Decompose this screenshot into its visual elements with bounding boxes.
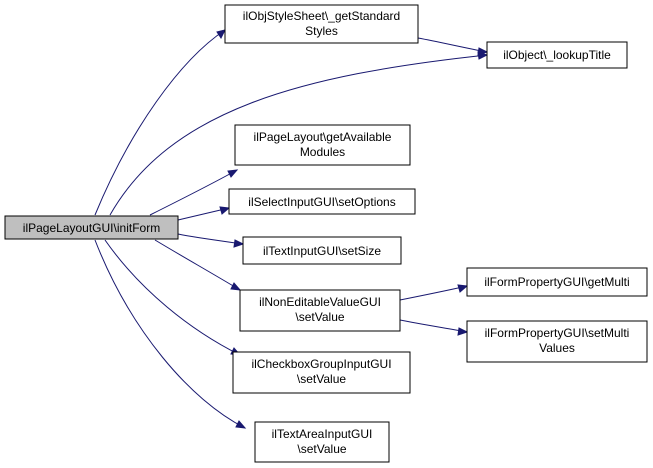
edge-root-lookup <box>109 54 488 216</box>
node-textarea[interactable]: ilTextAreaInputGUI\setValue <box>254 421 390 463</box>
node-label-line: \setValue <box>295 310 344 324</box>
edge-objstyle-lookup-arrow <box>477 47 489 56</box>
edge-noneditable-setmulti-arrow <box>457 327 469 336</box>
node-label: ilSelectInputGUI\setOptions <box>248 195 395 209</box>
node-getmulti[interactable]: ilFormPropertyGUI\getMulti <box>466 267 648 297</box>
node-label-line: ilFormPropertyGUI\setMulti <box>485 326 630 340</box>
node-label: ilTextInputGUI\setSize <box>263 244 381 258</box>
edge-objstyle-lookup <box>417 37 488 53</box>
node-label-line: ilObject\_lookupTitle <box>503 48 611 62</box>
edge-root-noneditable-arrow <box>230 282 242 291</box>
edge-root-textinput <box>177 233 244 245</box>
node-label-line: ilTextInputGUI\setSize <box>263 244 381 258</box>
node-label: ilCheckboxGroupInputGUI\setValue <box>251 357 391 386</box>
node-label-line: ilCheckboxGroupInputGUI <box>251 357 391 371</box>
edge-root-pagelayout-arrow <box>227 169 239 178</box>
node-label: ilNonEditableValueGUI\setValue <box>259 295 381 324</box>
node-label: ilObject\_lookupTitle <box>503 48 611 62</box>
edge-root-textarea-arrow <box>235 420 247 429</box>
node-label-line: \setValue <box>297 442 346 456</box>
node-label: ilPageLayoutGUI\initForm <box>23 221 160 235</box>
edge-root-objstyle <box>94 29 226 216</box>
edge-root-textarea <box>94 239 246 429</box>
edge-root-noneditable <box>154 239 241 291</box>
edge-root-pagelayout <box>149 169 238 216</box>
node-label-line: Styles <box>305 24 338 38</box>
node-label-line: \setValue <box>297 372 346 386</box>
edge-root-checkbox <box>104 239 241 356</box>
edge-noneditable-getmulti-arrow <box>457 284 469 293</box>
node-label-line: ilPageLayout\getAvailable <box>254 130 392 144</box>
node-label-line: ilFormPropertyGUI\getMulti <box>484 275 629 289</box>
node-noneditable[interactable]: ilNonEditableValueGUI\setValue <box>239 289 401 332</box>
node-label: ilFormPropertyGUI\getMulti <box>484 275 629 289</box>
edge-root-textinput-arrow <box>233 239 245 248</box>
node-label-line: ilNonEditableValueGUI <box>259 295 381 309</box>
node-root[interactable]: ilPageLayoutGUI\initForm <box>4 215 179 240</box>
node-textinput[interactable]: ilTextInputGUI\setSize <box>242 236 402 265</box>
node-label-line: ilTextAreaInputGUI <box>272 427 373 441</box>
node-label-line: Values <box>539 341 575 355</box>
edge-root-selectinput-arrow <box>219 206 231 215</box>
edge-noneditable-getmulti <box>399 285 468 301</box>
node-label-line: ilPageLayoutGUI\initForm <box>23 221 160 235</box>
edge-noneditable-setmulti <box>399 319 468 333</box>
edge-root-objstyle-arrow <box>216 29 226 39</box>
node-label: ilTextAreaInputGUI\setValue <box>272 427 373 456</box>
node-label-line: Modules <box>300 145 345 159</box>
node-lookup[interactable]: ilObject\_lookupTitle <box>486 41 628 69</box>
node-selectinput[interactable]: ilSelectInputGUI\setOptions <box>228 188 416 215</box>
edges <box>94 29 489 429</box>
node-checkbox[interactable]: ilCheckboxGroupInputGUI\setValue <box>232 351 411 394</box>
node-label-line: ilSelectInputGUI\setOptions <box>248 195 395 209</box>
node-label-line: ilObjStyleSheet\_getStandard <box>243 9 400 23</box>
